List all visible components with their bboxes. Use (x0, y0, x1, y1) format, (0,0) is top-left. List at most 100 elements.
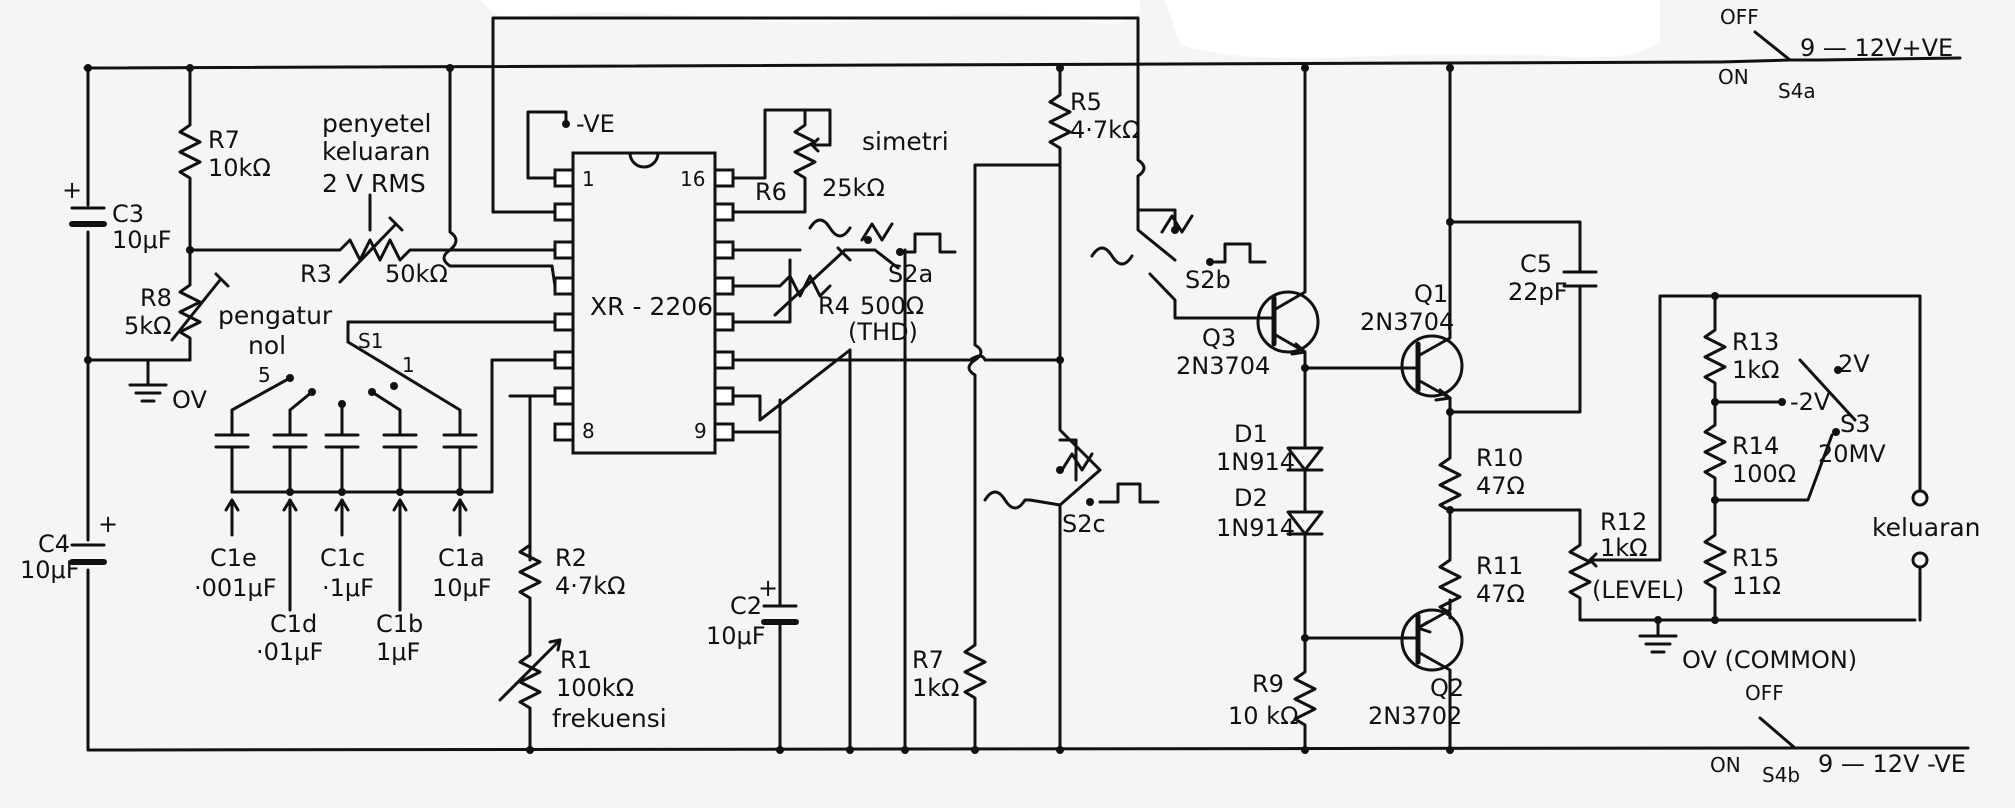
node-dot (1301, 746, 1309, 754)
node-dot (1654, 616, 1662, 624)
penyetel-line2: keluaran (322, 137, 431, 166)
r6-label: R6 (755, 178, 787, 206)
d1-label: D1 (1234, 420, 1268, 448)
ic-xr2206 (571, 151, 717, 455)
c1e-value: ·001μF (194, 574, 277, 602)
r10-value: 47Ω (1476, 472, 1525, 500)
pot-r8 (170, 248, 230, 362)
c1b-label: C1b (376, 610, 423, 638)
s2b-label: S2b (1185, 266, 1231, 294)
ic-pin9: 9 (694, 419, 707, 443)
node-dot (1301, 64, 1309, 72)
c4-plus: + (98, 510, 118, 538)
switch-s4b (1758, 716, 1970, 750)
c5-value: 22pF (1508, 278, 1568, 306)
c3-value: 10μF (112, 226, 172, 254)
neg-supply-label: 9 — 12V -VE (1818, 750, 1966, 778)
r11-label: R11 (1476, 552, 1523, 580)
attenuator-ladder (1703, 294, 1922, 622)
transistor-q2 (1400, 598, 1464, 752)
r7b-value: 1kΩ (912, 674, 960, 702)
positive-rail (83, 60, 1722, 70)
c1c-label: C1c (320, 544, 365, 572)
r9-value: 10 kΩ (1228, 702, 1298, 730)
left-column-wires (86, 66, 192, 752)
capacitor-c3 (69, 206, 107, 227)
node-dot (456, 488, 464, 496)
ic-right-pins (713, 168, 735, 442)
node-dot (901, 746, 909, 754)
node-dot (1446, 746, 1454, 754)
s3-20mv-label: 20MV (1818, 440, 1886, 468)
level-label: (LEVEL) (1592, 576, 1684, 604)
q2-label: Q2 (1430, 674, 1464, 702)
s4b-on-label: ON (1710, 753, 1741, 777)
q3-label: Q3 (1202, 324, 1236, 352)
pos-supply-label: 9 — 12V+VE (1800, 34, 1953, 62)
thd-label: (THD) (848, 318, 918, 346)
q1-label: Q1 (1414, 280, 1448, 308)
s4a-on-label: ON (1718, 65, 1749, 89)
s1-label: S1 (358, 329, 383, 353)
c1c-value: ·1μF (322, 574, 374, 602)
node-dot (1446, 218, 1454, 226)
r7a-value: 10kΩ (208, 154, 271, 182)
c2-plus: + (758, 574, 778, 602)
ground-ov-label: OV (172, 386, 207, 414)
node-dot (1301, 364, 1309, 372)
c2-label: C2 (730, 592, 762, 620)
pengatur-line1: pengatur (218, 301, 333, 330)
s2a-contact (896, 248, 904, 256)
ground-common-label: OV (COMMON) (1682, 646, 1857, 674)
transistor-q3 (1253, 66, 1320, 370)
node-dot (1301, 634, 1309, 642)
s2b-contact (1206, 258, 1214, 266)
wire-r7b (903, 163, 1062, 752)
capacitor-c5 (1448, 66, 1598, 414)
pot-r6 (731, 108, 832, 214)
s2c-contact (1056, 466, 1064, 474)
ground-left (128, 358, 168, 403)
ic-name: XR - 2206 (590, 292, 713, 321)
r15-value: 11Ω (1732, 572, 1781, 600)
switch-s2a (731, 218, 957, 317)
r13-value: 1kΩ (1732, 356, 1780, 384)
r2-value: 4·7kΩ (555, 572, 625, 600)
r5-label: R5 (1070, 88, 1102, 116)
switch-s1 (230, 320, 554, 494)
node-dot (84, 64, 92, 72)
r8-label: R8 (140, 284, 172, 312)
s2b-contact (1171, 226, 1179, 234)
node-dot (186, 64, 194, 72)
r14-value: 100Ω (1732, 460, 1796, 488)
r10-label: R10 (1476, 444, 1523, 472)
s1-pos5: 5 (258, 363, 271, 387)
node-dot (1711, 496, 1719, 504)
r14-label: R14 (1732, 432, 1779, 460)
s1-pos1: 1 (402, 353, 415, 377)
switch-s2b (1090, 66, 1267, 320)
node-dot (84, 356, 92, 364)
s1-contact (390, 382, 398, 390)
c4-value: 10μF (20, 556, 80, 584)
r15-label: R15 (1732, 544, 1779, 572)
node-dot (1446, 506, 1454, 514)
resistor-r2 (518, 394, 542, 642)
ic-pin16: 16 (680, 167, 705, 191)
r12-label: R12 (1600, 508, 1647, 536)
node-dot (526, 746, 534, 754)
paper-tear-left (480, 0, 1140, 24)
s2a-contact (864, 236, 872, 244)
r6-value: 25kΩ (822, 174, 885, 202)
c3-plus: + (62, 176, 82, 204)
node-dot (1711, 292, 1719, 300)
node-dot (286, 488, 294, 496)
resistor-r7-top (178, 66, 202, 252)
pin1-wire (526, 110, 568, 180)
node-dot (846, 746, 854, 754)
wire-450 (442, 66, 554, 268)
capacitor-c4 (69, 543, 107, 565)
r9-label: R9 (1252, 670, 1284, 698)
capacitor-bank-c1 (214, 376, 478, 494)
switch-s2c (983, 452, 1160, 510)
